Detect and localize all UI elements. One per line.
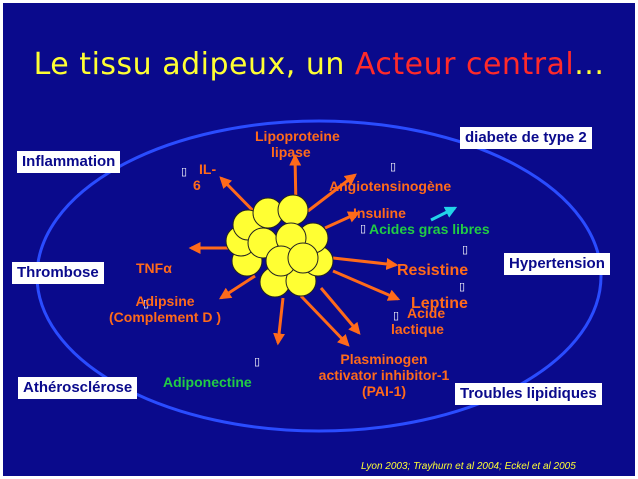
arrow-pai: [299, 294, 350, 347]
label-pai-line2: activator inhibitor-1: [318, 367, 450, 383]
label-acide-lactique-line2: lactique: [391, 321, 444, 337]
label-acide-lactique-line1: Acide: [407, 305, 446, 321]
box-thrombose: Thrombose: [12, 262, 104, 284]
marker-adiponectine: ▯: [254, 356, 261, 368]
slide-title: Le tissu adipeux, un Acteur central...: [3, 47, 635, 82]
label-lipoproteine-line1: Lipoproteine: [255, 128, 340, 144]
label-adiponectine: Adiponectine: [163, 374, 252, 390]
arrow-bottom: [273, 297, 286, 346]
title-accent: Acteur central: [354, 47, 575, 82]
label-leptine: Leptine: [411, 295, 468, 312]
marker-acides-gras: ▯: [360, 223, 367, 235]
label-tnf: TNFα: [136, 260, 172, 276]
marker-resistine: ▯: [462, 244, 469, 256]
label-adipsine-line2: (Complement D ): [109, 309, 221, 325]
label-il6-line2: 6: [193, 177, 201, 193]
marker-adipsine: ▯: [143, 298, 150, 310]
label-il6-line1: IL-: [199, 161, 217, 177]
box-hypertension: Hypertension: [504, 253, 610, 275]
label-pai: Plasminogen activator inhibitor-1 (PAI-1…: [299, 351, 469, 399]
box-diabete: diabete de type 2: [460, 127, 592, 149]
label-insuline: Insuline: [353, 205, 406, 221]
arrow-acide-lactique: [319, 287, 361, 335]
label-pai-line3: (PAI-1): [361, 383, 407, 399]
label-adipsine-line1: Adipsine: [135, 293, 195, 309]
arrow-leptine: [332, 269, 401, 301]
label-pai-line1: Plasminogen: [340, 351, 428, 367]
box-atherosclerose: Athérosclérose: [18, 377, 138, 399]
label-adipsine: Adipsine (Complement D ): [109, 293, 221, 325]
arrow-acides-gras: [430, 206, 458, 222]
marker-il6: ▯: [181, 166, 188, 178]
label-angiotensinogene: Angiotensinogène: [329, 178, 452, 194]
box-inflammation: Inflammation: [17, 151, 121, 173]
diagram-art: [35, 119, 603, 433]
slide: Le tissu adipeux, un Acteur central...: [3, 3, 635, 476]
label-il6: IL- 6: [193, 161, 216, 193]
label-resistine: Resistine: [397, 262, 469, 279]
arrow-adipsine: [218, 274, 256, 300]
label-acides-gras: Acides gras libres: [369, 221, 490, 237]
arrow-insuline: [324, 211, 361, 230]
marker-leptine: ▯: [459, 281, 466, 293]
box-troubles-lipidiques: Troubles lipidiques: [455, 383, 602, 405]
reference-citation: Lyon 2003; Trayhurn et al 2004; Eckel et…: [361, 461, 576, 472]
marker-angiotensinogene: ▯: [390, 161, 397, 173]
label-lipoproteine: Lipoproteine lipase: [255, 128, 340, 160]
title-tail: ...: [574, 47, 605, 82]
arrow-angiotensinogene: [307, 173, 357, 213]
label-acide-lactique: Acide lactique: [391, 305, 445, 337]
marker-acide-lactique: ▯: [393, 310, 400, 322]
secretion-arrows: [188, 153, 401, 347]
title-main: Le tissu adipeux, un: [33, 47, 355, 82]
arrow-resistine: [332, 256, 399, 270]
adipocyte-cluster: [225, 194, 334, 298]
label-lipoproteine-line2: lipase: [271, 144, 311, 160]
